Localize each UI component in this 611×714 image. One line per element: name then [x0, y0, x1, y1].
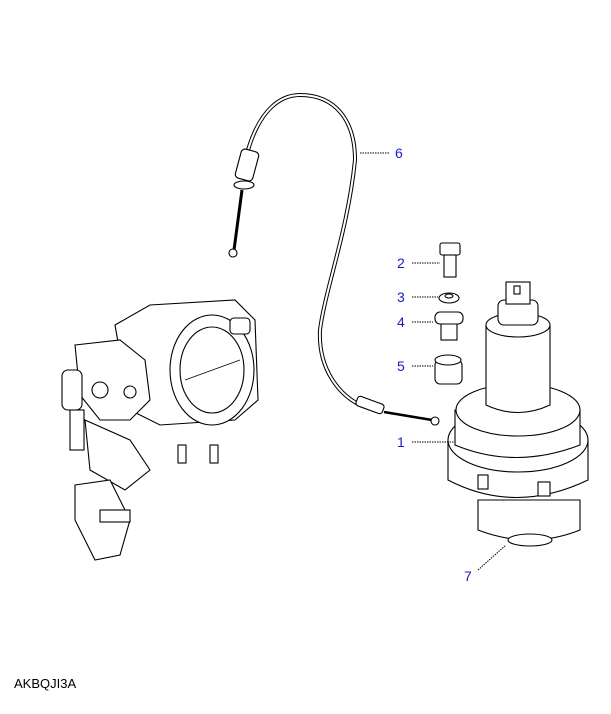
small-parts-drawing — [434, 242, 464, 385]
callout-1[interactable]: 1 — [397, 434, 405, 450]
throttle-body-drawing — [61, 299, 259, 561]
leader-lines — [360, 152, 507, 571]
callout-2[interactable]: 2 — [397, 255, 405, 271]
diagram-reference-code: AKBQJI3A — [14, 676, 77, 691]
callout-6[interactable]: 6 — [395, 145, 403, 161]
cable-drawing — [228, 92, 440, 426]
callout-4[interactable]: 4 — [397, 314, 405, 330]
callout-5[interactable]: 5 — [397, 358, 405, 374]
callout-7[interactable]: 7 — [464, 568, 472, 584]
callout-3[interactable]: 3 — [397, 289, 405, 305]
actuator-drawing — [447, 281, 589, 547]
